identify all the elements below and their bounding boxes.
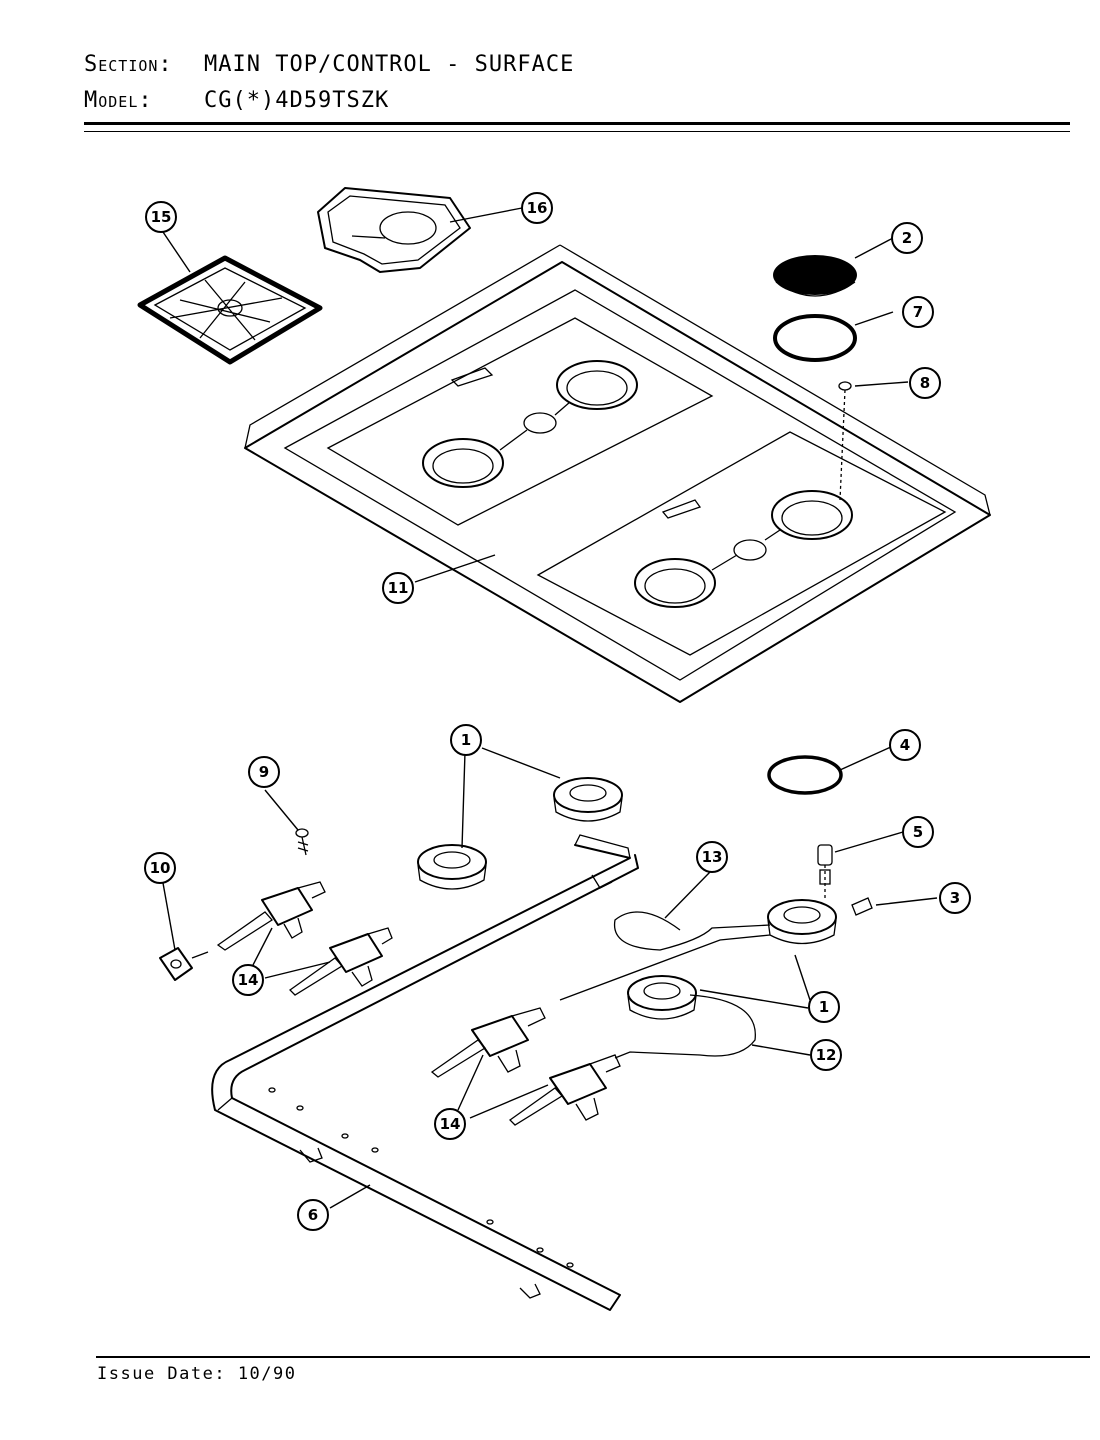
callout-3: 3 xyxy=(939,882,971,914)
section-label: Section: xyxy=(84,52,173,77)
svg-text:2: 2 xyxy=(902,229,912,247)
callout-9: 9 xyxy=(248,756,280,788)
screw-part-8 xyxy=(838,381,852,501)
burner-part-1d xyxy=(627,975,697,1020)
screw-part-9 xyxy=(295,828,309,856)
svg-text:16: 16 xyxy=(527,199,548,217)
burner-cap-part xyxy=(773,255,857,297)
callout-12: 12 xyxy=(810,1039,842,1071)
callout-2: 2 xyxy=(891,222,923,254)
section-line: Section: MAIN TOP/CONTROL - SURFACE xyxy=(84,52,574,77)
issue-date: Issue Date: 10/90 xyxy=(97,1364,297,1384)
svg-text:6: 6 xyxy=(308,1206,318,1224)
grate-part xyxy=(137,255,323,365)
manifold-part-6 xyxy=(211,834,639,1311)
callout-11: 11 xyxy=(382,572,414,604)
svg-text:15: 15 xyxy=(151,208,172,226)
burner-part-1a xyxy=(553,777,623,822)
callout-8: 8 xyxy=(909,367,941,399)
main-top-part xyxy=(244,244,991,703)
igniter-part-5 xyxy=(817,844,833,900)
svg-text:1: 1 xyxy=(819,998,829,1016)
svg-text:9: 9 xyxy=(259,763,269,781)
svg-text:14: 14 xyxy=(440,1115,461,1133)
valve-part-14a xyxy=(216,881,326,951)
svg-text:1: 1 xyxy=(461,731,471,749)
callout-14-bottom: 14 xyxy=(434,1108,466,1140)
callout-1-top: 1 xyxy=(450,724,482,756)
ring-part-7 xyxy=(773,314,857,362)
footer-rule xyxy=(96,1356,1090,1358)
callout-5: 5 xyxy=(902,816,934,848)
callout-16: 16 xyxy=(521,192,553,224)
header-rule-thick xyxy=(84,122,1070,125)
svg-text:14: 14 xyxy=(238,971,259,989)
callout-10: 10 xyxy=(144,852,176,884)
section-value: MAIN TOP/CONTROL - SURFACE xyxy=(204,52,575,77)
o-ring-part-4 xyxy=(767,755,843,795)
model-label: Model: xyxy=(84,88,153,113)
svg-text:7: 7 xyxy=(913,303,923,321)
valve-part-14c xyxy=(430,1007,546,1078)
callout-14-left: 14 xyxy=(232,964,264,996)
bracket-part-10 xyxy=(159,947,209,981)
svg-text:3: 3 xyxy=(950,889,960,907)
callout-13: 13 xyxy=(696,841,728,873)
callout-1-right: 1 xyxy=(808,991,840,1023)
svg-text:10: 10 xyxy=(150,859,171,877)
callout-15: 15 xyxy=(145,201,177,233)
svg-text:11: 11 xyxy=(388,579,409,597)
callout-4: 4 xyxy=(889,729,921,761)
callout-7: 7 xyxy=(902,296,934,328)
header-rule-thin xyxy=(84,131,1070,132)
drip-pan-part xyxy=(317,187,471,273)
svg-text:8: 8 xyxy=(920,374,930,392)
valve-part-14d xyxy=(508,1054,621,1126)
tube-part-13 xyxy=(613,911,771,951)
burner-part-1b xyxy=(417,844,487,890)
leader-lines xyxy=(162,207,938,1209)
svg-text:13: 13 xyxy=(702,848,723,866)
burner-part-1c xyxy=(767,899,837,945)
clip-part-3 xyxy=(851,897,873,916)
svg-text:5: 5 xyxy=(913,823,923,841)
tube-segment xyxy=(559,934,771,1001)
callout-6: 6 xyxy=(297,1199,329,1231)
model-line: Model: CG(*)4D59TSZK xyxy=(84,88,389,113)
model-value: CG(*)4D59TSZK xyxy=(204,88,390,113)
valve-part-14b xyxy=(288,927,393,996)
svg-text:4: 4 xyxy=(900,736,910,754)
tube-part-12 xyxy=(614,994,756,1059)
svg-text:12: 12 xyxy=(816,1046,837,1064)
